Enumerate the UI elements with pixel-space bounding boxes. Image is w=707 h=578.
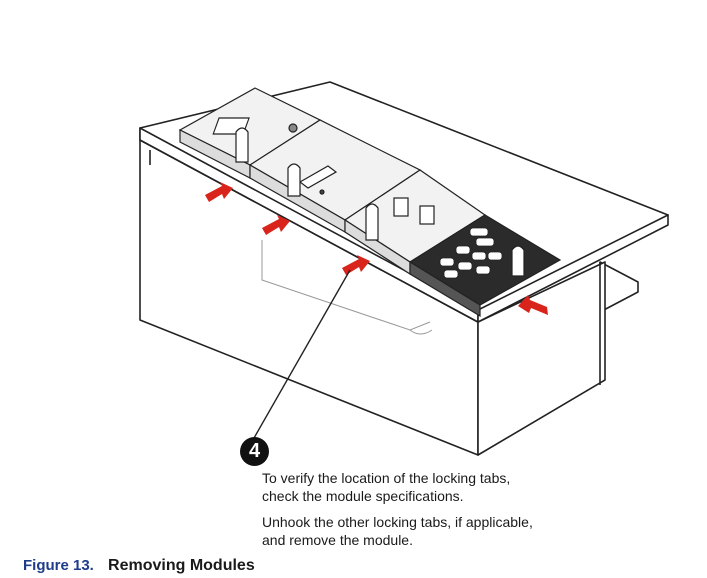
note-line: Unhook the other locking tabs, if applic… <box>262 514 533 530</box>
note-line: To verify the location of the locking ta… <box>262 470 511 486</box>
note-line: and remove the module. <box>262 532 413 548</box>
leader-line <box>253 269 351 439</box>
module-outlets <box>343 169 487 276</box>
module-power-inlet <box>178 87 322 179</box>
figure-number: Figure 13. <box>23 557 94 574</box>
module-control-panel <box>408 214 562 318</box>
locking-tab <box>287 163 301 197</box>
figure-title: Removing Modules <box>108 557 255 574</box>
step-number-badge: 4 <box>240 437 269 466</box>
locking-tab <box>365 203 379 241</box>
note-line: check the module specifications. <box>262 488 464 504</box>
instruction-note-1: To verify the location of the locking ta… <box>262 469 510 505</box>
red-arrow-icon <box>342 255 370 275</box>
red-arrow-icon <box>262 215 290 235</box>
red-arrow-icon <box>205 182 233 202</box>
figure-caption: Figure 13. Removing Modules <box>23 557 255 575</box>
locking-tab <box>511 245 525 277</box>
module-audio-video <box>248 119 422 234</box>
locking-tabs <box>235 127 525 277</box>
red-arrow-icon <box>518 295 548 315</box>
enclosure-underside <box>261 240 433 335</box>
arrows <box>205 182 548 315</box>
instruction-note-2: Unhook the other locking tabs, if applic… <box>262 513 533 549</box>
locking-tab <box>235 127 249 163</box>
